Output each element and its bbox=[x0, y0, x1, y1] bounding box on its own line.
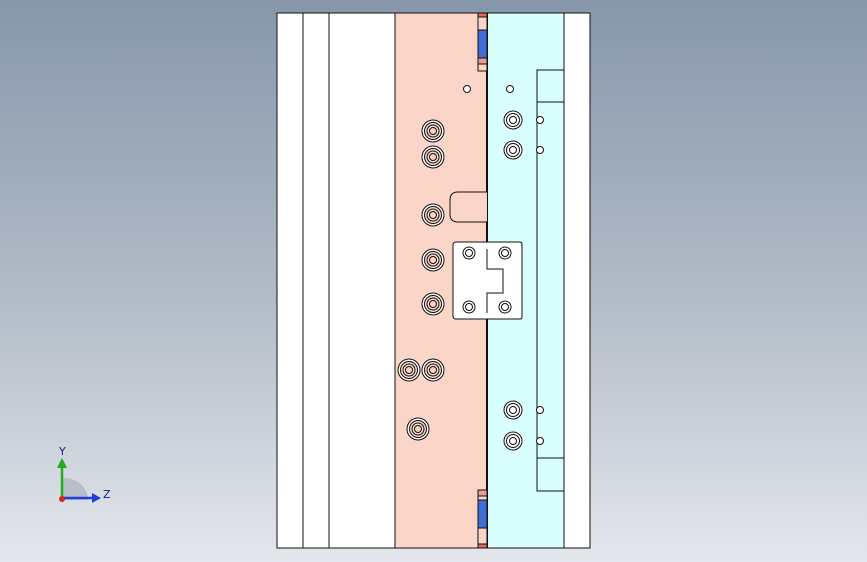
dowel-hole bbox=[463, 85, 471, 93]
pin-hole bbox=[536, 116, 544, 124]
guide-pin-bottom[interactable] bbox=[477, 489, 488, 549]
y-axis-arrow bbox=[57, 458, 67, 468]
triad-arc bbox=[62, 477, 89, 500]
mold-assembly[interactable] bbox=[276, 12, 591, 549]
spacer-plate[interactable] bbox=[302, 12, 330, 549]
ejector-block-bolt bbox=[462, 300, 476, 314]
counterbore-hole bbox=[503, 400, 523, 420]
y-axis-label: Y bbox=[58, 445, 66, 458]
dowel-hole bbox=[506, 85, 514, 93]
x-axis-dot bbox=[59, 496, 65, 502]
z-axis-label: Z bbox=[103, 488, 111, 501]
socket-head-screw bbox=[421, 145, 445, 169]
top-plate[interactable] bbox=[563, 12, 591, 549]
counterbore-hole bbox=[503, 140, 523, 160]
guide-pin-top[interactable] bbox=[477, 12, 488, 72]
slot-pocket bbox=[449, 191, 487, 223]
ejector-block-bolt bbox=[498, 300, 512, 314]
side-channel-bottom-block bbox=[536, 457, 565, 492]
screw-holes bbox=[397, 85, 544, 451]
clamp-plate[interactable] bbox=[276, 12, 304, 549]
ejector-block-bolt bbox=[462, 246, 476, 260]
ejector-block-bolt bbox=[498, 246, 512, 260]
pin-hole bbox=[536, 146, 544, 154]
socket-head-screw bbox=[421, 292, 445, 316]
z-axis-arrow bbox=[92, 493, 101, 503]
orientation-triad[interactable]: Y Z bbox=[57, 445, 111, 503]
ejector-block[interactable] bbox=[452, 241, 523, 320]
pin-hole bbox=[536, 437, 544, 445]
counterbore-hole bbox=[503, 431, 523, 451]
counterbore-hole bbox=[503, 110, 523, 130]
socket-head-screw bbox=[421, 119, 445, 143]
socket-head-screw bbox=[421, 203, 445, 227]
side-channel-top-block bbox=[536, 69, 565, 103]
support-plate[interactable] bbox=[328, 12, 396, 549]
socket-head-screw bbox=[421, 248, 445, 272]
side-channel bbox=[536, 69, 565, 492]
pin-hole bbox=[536, 406, 544, 414]
socket-head-screw bbox=[406, 417, 430, 441]
socket-head-screw bbox=[397, 358, 421, 382]
socket-head-screw bbox=[421, 358, 445, 382]
